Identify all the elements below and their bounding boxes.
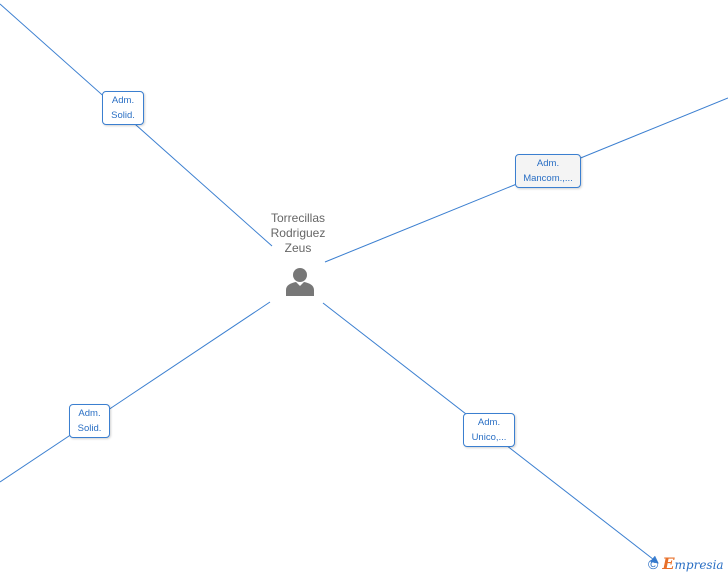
person-name-line: Zeus <box>284 241 312 255</box>
role-label-line: Adm. <box>78 408 101 419</box>
person-name-line: Rodriguez <box>270 226 326 240</box>
role-box-adm-unico[interactable]: Adm. Unico,... <box>463 413 515 447</box>
role-label-line: Solid. <box>111 110 135 121</box>
role-box-adm-solid-bottom-left[interactable]: Adm. Solid. <box>69 404 110 438</box>
edge-to-bottom-left <box>0 301 271 483</box>
role-label-line: Mancom.,... <box>523 173 573 184</box>
role-label-line: Solid. <box>77 423 102 434</box>
edge-to-top-left <box>0 3 273 247</box>
role-label-line: Unico,... <box>471 432 507 443</box>
brand-logo: Empresia <box>662 554 724 573</box>
role-label-line: Adm. <box>477 417 501 428</box>
person-name-line: Torrecillas <box>270 211 325 225</box>
role-label-line: Adm. <box>536 158 560 169</box>
person-name[interactable]: Torrecillas Rodriguez Zeus <box>248 211 348 256</box>
role-box-adm-mancom[interactable]: Adm. Mancom.,... <box>515 154 581 188</box>
role-box-adm-solid-top-left[interactable]: Adm. Solid. <box>102 91 144 125</box>
person-icon[interactable] <box>284 266 316 296</box>
role-label-line: Adm. <box>111 95 135 106</box>
copyright-icon: © <box>648 555 659 572</box>
empresia-watermark: © Empresia <box>648 554 724 573</box>
